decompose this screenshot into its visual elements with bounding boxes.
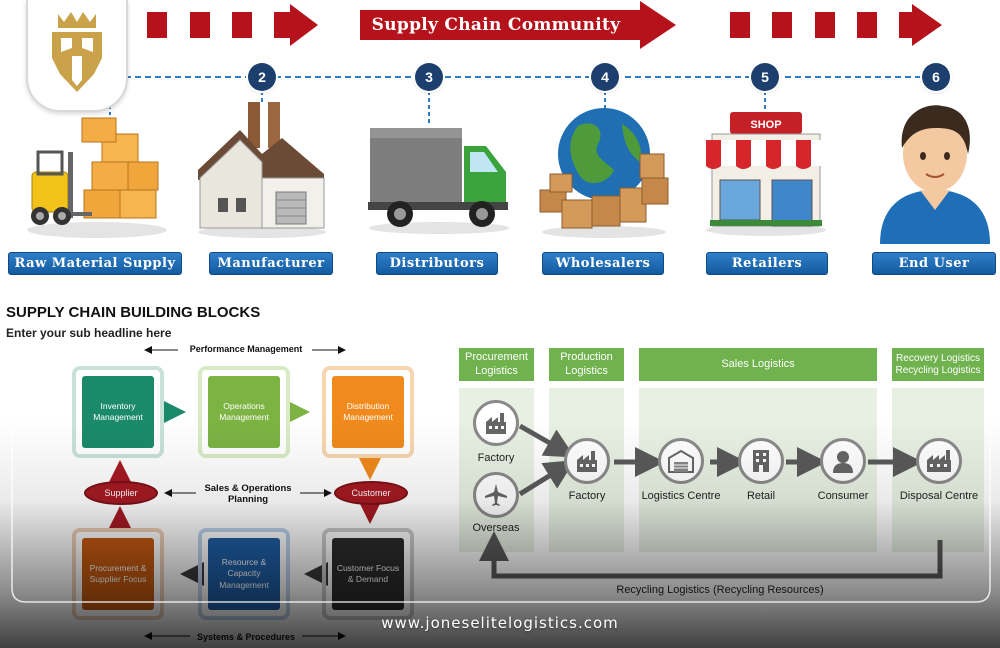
left-arrow-chain xyxy=(147,4,318,46)
community-title: Supply Chain Community xyxy=(371,15,621,35)
shop-sign-text: SHOP xyxy=(750,119,781,131)
block-resource-capacity-management: Resource & Capacity Management xyxy=(198,528,290,620)
shop-icon: SHOP xyxy=(706,112,826,236)
supplier-node: Supplier xyxy=(84,481,158,505)
customer-node: Customer xyxy=(334,481,408,505)
column-head-sales-logistics: Sales Logistics xyxy=(639,348,877,381)
recycling-logistics-label: Recycling Logistics (Recycling Resources… xyxy=(616,584,824,596)
step-number-3: 3 xyxy=(415,63,443,91)
forklift-boxes-icon xyxy=(27,117,167,238)
building-icon xyxy=(753,450,769,472)
stage-label-raw-material-supply: Raw Material Supply xyxy=(8,252,182,275)
airplane-icon xyxy=(485,484,507,506)
building-blocks-title: SUPPLY CHAIN BUILDING BLOCKS xyxy=(6,304,261,321)
block-customer-focus-label: Customer Focus & Demand xyxy=(332,538,404,610)
node-retail xyxy=(738,438,784,484)
node-consumer xyxy=(820,438,866,484)
step-number-6: 6 xyxy=(922,63,950,91)
stage-label-wholesalers: Wholesalers xyxy=(542,252,664,275)
stage-label-retailers: Retailers xyxy=(706,252,828,275)
plant-icon xyxy=(927,450,951,472)
column-head-procurement-logistics: Procurement Logistics xyxy=(459,348,534,381)
node-label-consumer: Consumer xyxy=(817,490,869,502)
factory-icon xyxy=(486,413,506,434)
block-inventory-management-label: Inventory Management xyxy=(82,376,154,448)
block-operations-management-label: Operations Management xyxy=(208,376,280,448)
person-icon xyxy=(880,105,990,244)
block-distribution-management: Distribution Management xyxy=(322,366,414,458)
stage-label-distributors: Distributors xyxy=(376,252,498,275)
person-icon xyxy=(833,451,853,473)
stage-label-manufacturer: Manufacturer xyxy=(209,252,333,275)
factory-illustration-icon xyxy=(198,102,326,238)
column-head-recovery-logistics: Recovery Logistics Recycling Logistics xyxy=(892,348,984,381)
lion-crest-logo-icon xyxy=(52,12,102,92)
systems-procedures-label: Systems & Procedures xyxy=(196,632,296,642)
footer-website-link[interactable]: www.joneselitelogistics.com xyxy=(381,614,619,632)
node-procurement-factory xyxy=(473,400,519,446)
block-resource-capacity-label: Resource & Capacity Management xyxy=(208,538,280,610)
node-production-factory xyxy=(564,438,610,484)
banner-arrows xyxy=(147,1,942,49)
step-number-4: 4 xyxy=(591,63,619,91)
block-customer-focus-demand: Customer Focus & Demand xyxy=(322,528,414,620)
block-procurement-supplier-focus: Procurement & Supplier Focus xyxy=(72,528,164,620)
globe-boxes-icon xyxy=(539,108,669,238)
block-operations-management: Operations Management xyxy=(198,366,290,458)
step-number-5: 5 xyxy=(751,63,779,91)
block-distribution-management-label: Distribution Management xyxy=(332,376,404,448)
logo-badge xyxy=(26,0,128,112)
performance-management-label: Performance Management xyxy=(189,344,303,354)
factory-icon xyxy=(577,451,597,472)
block-procurement-label: Procurement & Supplier Focus xyxy=(82,538,154,610)
node-label-factory-procurement: Factory xyxy=(477,452,515,464)
node-logistics-centre xyxy=(658,438,704,484)
block-inventory-management: Inventory Management xyxy=(72,366,164,458)
community-arrow xyxy=(360,1,676,49)
node-overseas xyxy=(473,472,519,518)
chain-connector xyxy=(95,76,940,126)
node-label-overseas: Overseas xyxy=(472,522,520,534)
building-blocks-subtitle: Enter your sub headline here xyxy=(6,326,172,340)
step-number-2: 2 xyxy=(248,63,276,91)
node-label-disposal-centre: Disposal Centre xyxy=(899,490,979,502)
warehouse-icon xyxy=(668,449,694,473)
stage-label-end-user: End User xyxy=(872,252,996,275)
truck-icon xyxy=(368,128,509,234)
node-disposal-centre xyxy=(916,438,962,484)
right-arrow-chain xyxy=(730,4,942,46)
sales-operations-planning-label: Sales & Operations Planning xyxy=(204,483,292,506)
column-head-production-logistics: Production Logistics xyxy=(549,348,624,381)
